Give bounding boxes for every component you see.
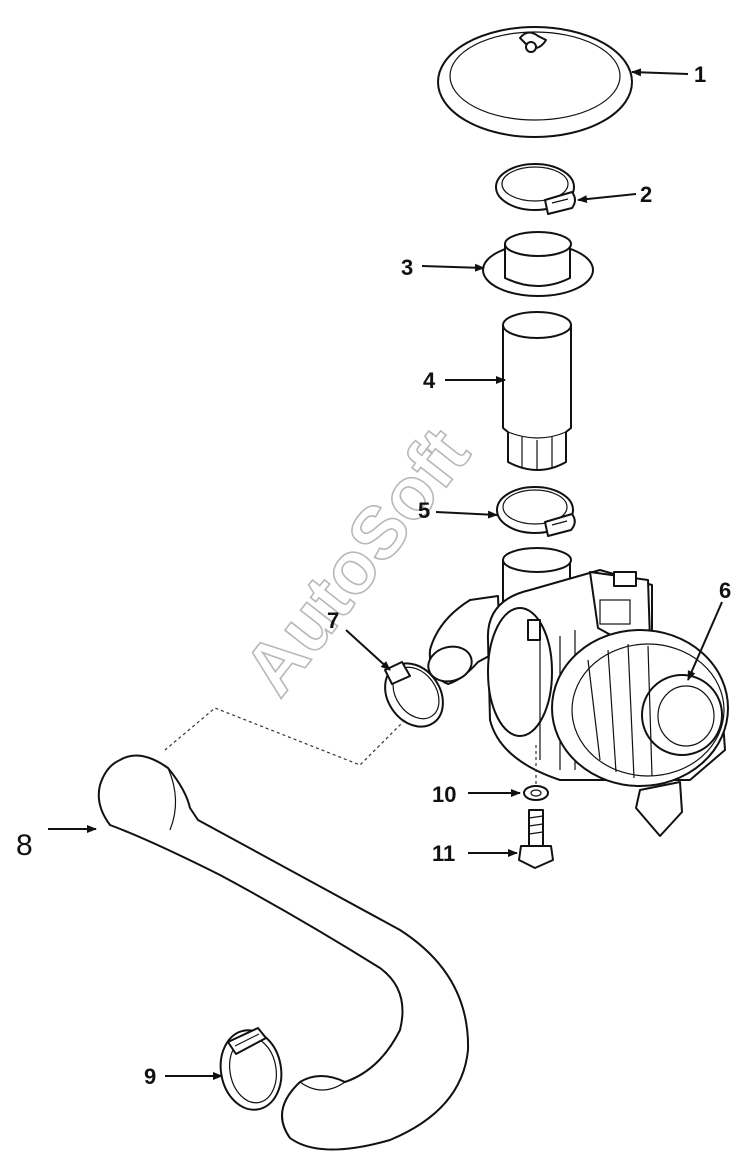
hose-clamp-icon — [496, 486, 576, 537]
callout-7: 7 — [327, 608, 339, 633]
leader-line-6 — [687, 601, 723, 681]
callout-8: 8 — [16, 829, 33, 862]
hose-clamp-icon — [219, 1027, 283, 1111]
hose-clamp-icon — [495, 163, 576, 215]
leader-line-3 — [421, 263, 485, 272]
callout-5: 5 — [418, 498, 430, 523]
bolt-icon — [518, 809, 554, 869]
callout-10: 10 — [432, 782, 456, 807]
callout-4: 4 — [423, 368, 436, 393]
callout-3: 3 — [401, 255, 413, 280]
intake-hose-icon — [97, 754, 470, 1151]
rain-cap-icon — [437, 26, 633, 138]
leader-line-2 — [577, 193, 637, 204]
callout-2: 2 — [640, 182, 652, 207]
callout-1: 1 — [694, 62, 706, 87]
hose-clamp-icon — [384, 661, 444, 728]
leader-line-5 — [435, 510, 498, 519]
flange-adapter-icon — [482, 231, 594, 297]
leader-line-7 — [345, 629, 391, 671]
callout-6: 6 — [719, 578, 731, 603]
washer-icon — [523, 785, 549, 801]
callout-11: 11 — [432, 841, 455, 866]
air-cleaner-assembly-icon — [427, 547, 729, 837]
intake-tube-icon — [502, 311, 572, 471]
callout-9: 9 — [144, 1064, 156, 1089]
leader-line-1 — [631, 68, 689, 77]
